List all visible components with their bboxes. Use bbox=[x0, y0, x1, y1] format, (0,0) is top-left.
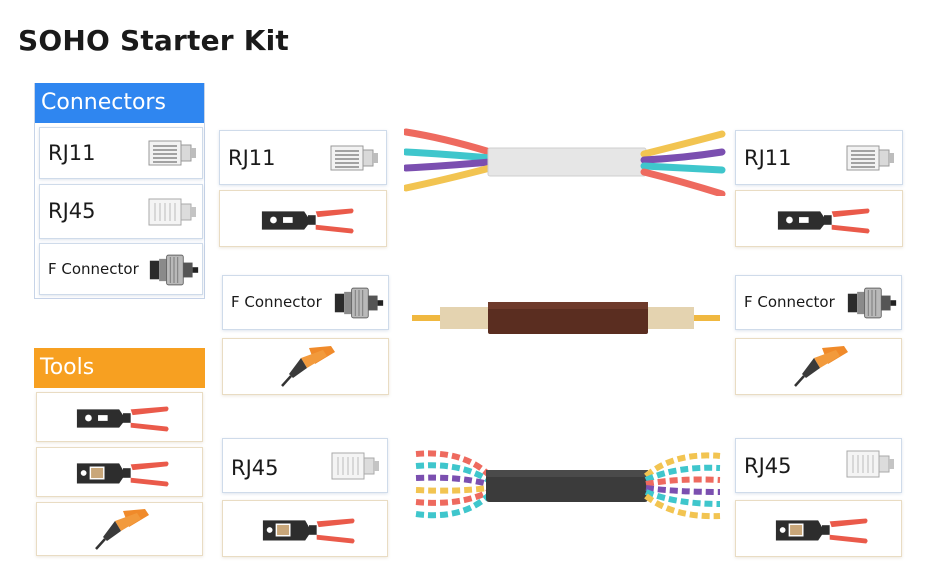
connectors-header: Connectors bbox=[35, 83, 204, 123]
slot-row3-right-tool[interactable] bbox=[735, 500, 902, 557]
tools-panel: Tools bbox=[34, 348, 205, 558]
f-connector-icon bbox=[333, 284, 385, 322]
crimper-icon bbox=[75, 401, 171, 435]
rj11-connector-icon bbox=[844, 143, 896, 173]
slot-row3-left-tool[interactable] bbox=[222, 500, 388, 557]
ethernet-cable-icon bbox=[412, 444, 724, 528]
crimper-icon bbox=[776, 203, 872, 237]
slot-row1-left-connector[interactable]: RJ11 bbox=[219, 130, 387, 185]
tool-item-punch-down[interactable] bbox=[36, 502, 203, 556]
slot-row3-right-connector[interactable]: RJ45 bbox=[735, 438, 902, 493]
slot-connector-label: RJ45 bbox=[231, 456, 279, 480]
connector-item-label: RJ11 bbox=[48, 141, 96, 165]
connector-item-rj11[interactable]: RJ11 bbox=[39, 127, 203, 179]
connector-item-rj45[interactable]: RJ45 bbox=[39, 184, 203, 239]
rj45-connector-icon bbox=[146, 197, 198, 227]
tool-item-crimper[interactable] bbox=[36, 392, 203, 442]
page-title: SOHO Starter Kit bbox=[18, 24, 290, 57]
slot-row2-right-connector[interactable]: F Connector bbox=[735, 275, 902, 330]
slot-connector-label: RJ45 bbox=[744, 454, 792, 478]
slot-connector-label: RJ11 bbox=[744, 146, 792, 170]
slot-row2-left-connector[interactable]: F Connector bbox=[222, 275, 389, 330]
rj45-connector-icon bbox=[329, 451, 381, 481]
rj11-connector-icon bbox=[328, 143, 380, 173]
slot-row3-left-connector[interactable]: RJ45 bbox=[222, 438, 388, 493]
f-connector-icon bbox=[846, 284, 898, 322]
rj45-crimper-icon bbox=[261, 513, 357, 547]
rj45-crimper-icon bbox=[75, 456, 171, 490]
tools-header: Tools bbox=[34, 348, 205, 388]
punch-down-tool-icon bbox=[792, 344, 852, 390]
slot-row1-right-tool[interactable] bbox=[735, 190, 903, 247]
slot-connector-label: F Connector bbox=[231, 293, 322, 311]
crimper-icon bbox=[260, 203, 356, 237]
rj11-connector-icon bbox=[146, 138, 198, 168]
slot-row1-left-tool[interactable] bbox=[219, 190, 387, 247]
slot-row2-right-tool[interactable] bbox=[735, 338, 902, 395]
connector-item-label: F Connector bbox=[48, 260, 139, 278]
f-connector-icon bbox=[148, 251, 200, 289]
punch-down-tool-icon bbox=[279, 344, 339, 390]
rj45-crimper-icon bbox=[774, 513, 870, 547]
slot-connector-label: F Connector bbox=[744, 293, 835, 311]
slot-row2-left-tool[interactable] bbox=[222, 338, 389, 395]
slot-row1-right-connector[interactable]: RJ11 bbox=[735, 130, 903, 185]
coaxial-cable-icon bbox=[410, 300, 722, 338]
tool-item-rj45-crimper[interactable] bbox=[36, 447, 203, 497]
connector-item-label: RJ45 bbox=[48, 199, 96, 223]
punch-down-tool-icon bbox=[93, 507, 153, 553]
connector-item-f-connector[interactable]: F Connector bbox=[39, 243, 203, 295]
telephone-cable-icon bbox=[404, 124, 726, 196]
connectors-panel: Connectors RJ11 RJ45 F Connector bbox=[34, 83, 205, 299]
slot-connector-label: RJ11 bbox=[228, 146, 276, 170]
rj45-connector-icon bbox=[844, 449, 896, 479]
